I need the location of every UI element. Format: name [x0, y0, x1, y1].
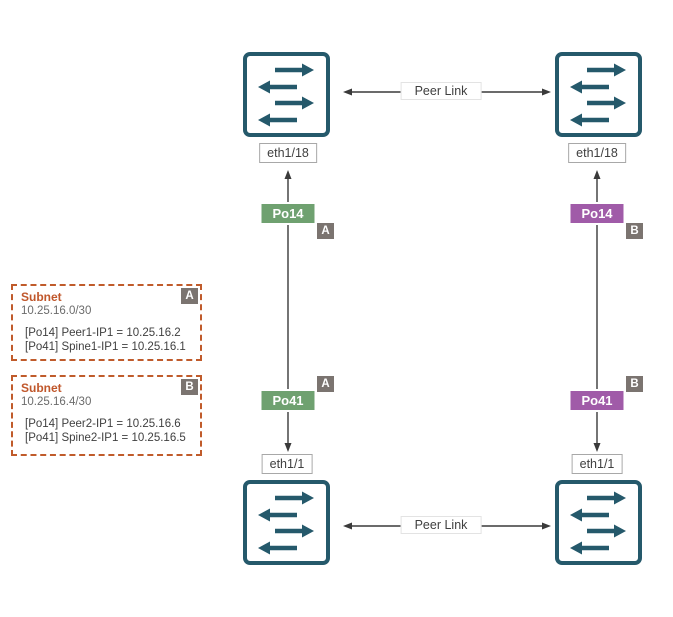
switch-bottom-left: [243, 480, 330, 565]
port-channel-po14-left: Po14: [259, 202, 317, 225]
subnet-a-badge: A: [181, 288, 198, 304]
subnet-b-entry-po41: [Po41] Spine2-IP1 = 10.25.16.5: [25, 432, 186, 444]
peer-link-label-top: Peer Link: [400, 82, 482, 100]
switch-icon: [258, 491, 314, 555]
switch-top-right: [555, 52, 642, 137]
subnet-badge-b-po14: B: [624, 221, 645, 241]
subnet-a-cidr: 10.25.16.0/30: [21, 305, 92, 317]
switch-icon: [258, 63, 314, 127]
switch-icon: [570, 63, 626, 127]
port-channel-po41-right: Po41: [568, 389, 626, 412]
subnet-b-entry-po14: [Po14] Peer2-IP1 = 10.25.16.6: [25, 418, 181, 430]
subnet-a-entry-po41: [Po41] Spine1-IP1 = 10.25.16.1: [25, 341, 186, 353]
subnet-a-title: Subnet: [21, 290, 62, 304]
port-label-eth1-1-left: eth1/1: [261, 454, 313, 474]
port-label-eth1-18-right: eth1/18: [568, 143, 626, 163]
peer-link-label-bottom: Peer Link: [400, 516, 482, 534]
subnet-b-badge: B: [181, 379, 198, 395]
subnet-b-cidr: 10.25.16.4/30: [21, 396, 92, 408]
port-channel-po14-right: Po14: [568, 202, 626, 225]
port-label-eth1-18-left: eth1/18: [259, 143, 317, 163]
subnet-a-entry-po14: [Po14] Peer1-IP1 = 10.25.16.2: [25, 327, 181, 339]
switch-bottom-right: [555, 480, 642, 565]
subnet-callout-a: A Subnet 10.25.16.0/30 [Po14] Peer1-IP1 …: [11, 284, 202, 361]
subnet-b-title: Subnet: [21, 381, 62, 395]
subnet-badge-a-po41: A: [315, 374, 336, 394]
switch-top-left: [243, 52, 330, 137]
subnet-callout-b: B Subnet 10.25.16.4/30 [Po14] Peer2-IP1 …: [11, 375, 202, 456]
subnet-badge-b-po41: B: [624, 374, 645, 394]
port-label-eth1-1-right: eth1/1: [571, 454, 623, 474]
port-channel-po41-left: Po41: [259, 389, 317, 412]
switch-icon: [570, 491, 626, 555]
subnet-badge-a-po14: A: [315, 221, 336, 241]
